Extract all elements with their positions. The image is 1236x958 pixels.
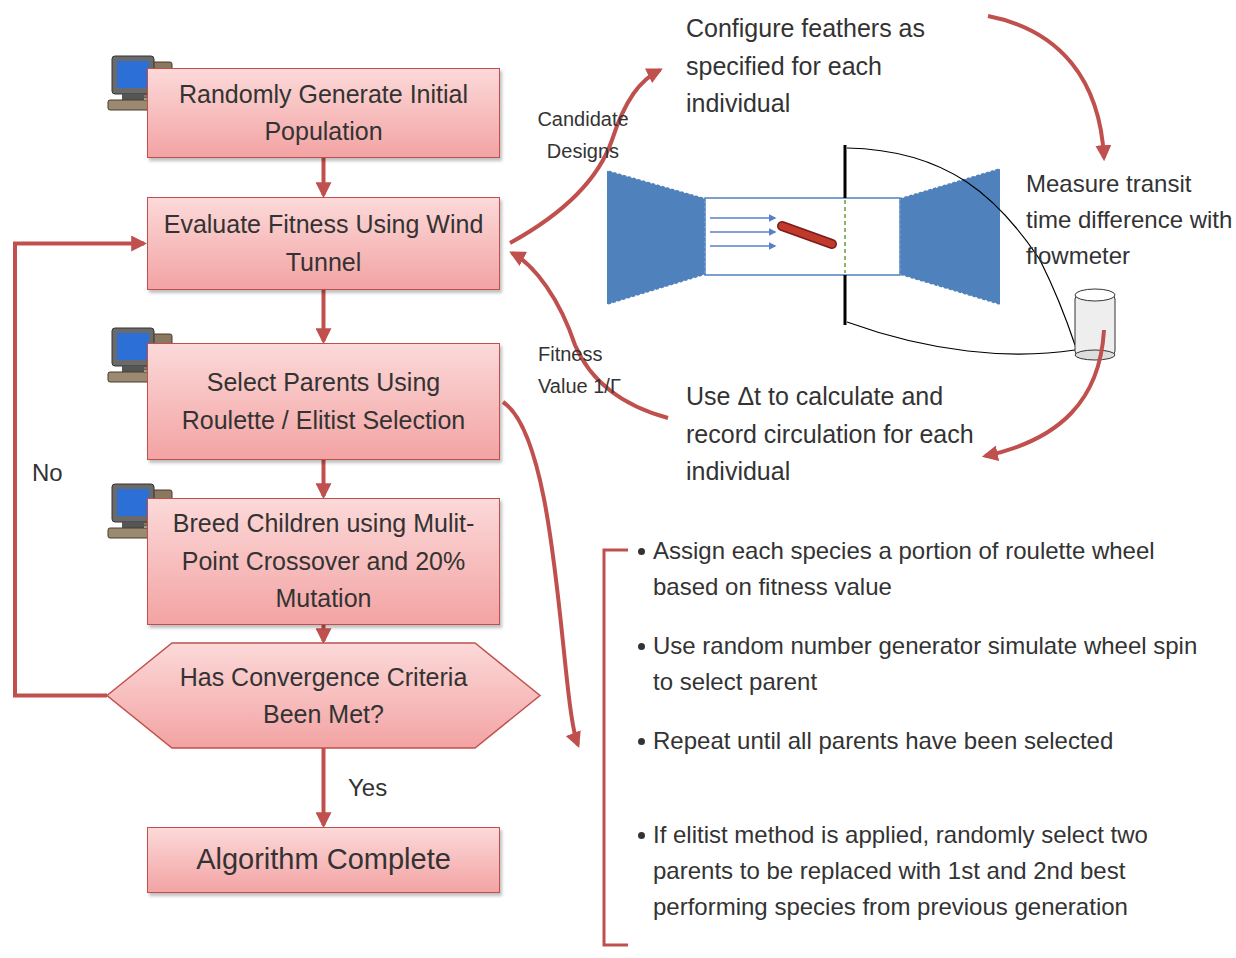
bullet-dot [638,832,645,839]
bullet-dot [638,548,645,555]
step-note: Configure feathers as specified for each… [686,10,976,123]
process-box: Select Parents Using Roulette / Elitist … [147,343,500,460]
flow-label: Candidate Designs [523,103,643,167]
process-box: Randomly Generate Initial Population [147,68,500,158]
flow-arrow [322,158,326,195]
flow-arrow [322,460,326,496]
flow-arrow [322,748,326,825]
bullet-text: Assign each species a portion of roulett… [653,533,1223,605]
bullet-text: Use random number generator simulate whe… [653,628,1223,700]
decision-diamond: Has Convergence Criteria Been Met? [107,643,540,748]
node-text: Has Convergence Criteria Been Met? [177,659,470,732]
bullet-text: If elitist method is applied, randomly s… [653,817,1223,925]
flow-label: Fitness Value 1/Γ [538,338,648,402]
flow-arrow [322,625,326,642]
step-note: Use Δt to calculate and record circulati… [686,378,986,491]
diamond-outline [107,643,540,748]
edge-label: No [30,455,65,491]
process-box: Breed Children using Mulit-Point Crossov… [147,498,500,625]
process-box: Evaluate Fitness Using Wind Tunnel [147,197,500,290]
node-text: Evaluate Fitness Using Wind Tunnel [160,206,487,281]
flow-arrow [322,290,326,341]
node-text: Randomly Generate Initial Population [160,76,487,151]
terminal-box: Algorithm Complete [147,827,500,893]
process-arrows [503,16,1104,945]
node-text: Algorithm Complete [196,838,451,882]
edge-label: Yes [346,770,389,806]
bullet-text: Repeat until all parents have been selec… [653,723,1223,759]
flow-arrow [15,244,144,696]
node-text: Select Parents Using Roulette / Elitist … [160,364,487,439]
node-text: Breed Children using Mulit-Point Crossov… [160,505,487,618]
step-note: Measure transit time difference with flo… [1026,166,1234,274]
bullet-dot [638,643,645,650]
bullet-dot [638,738,645,745]
